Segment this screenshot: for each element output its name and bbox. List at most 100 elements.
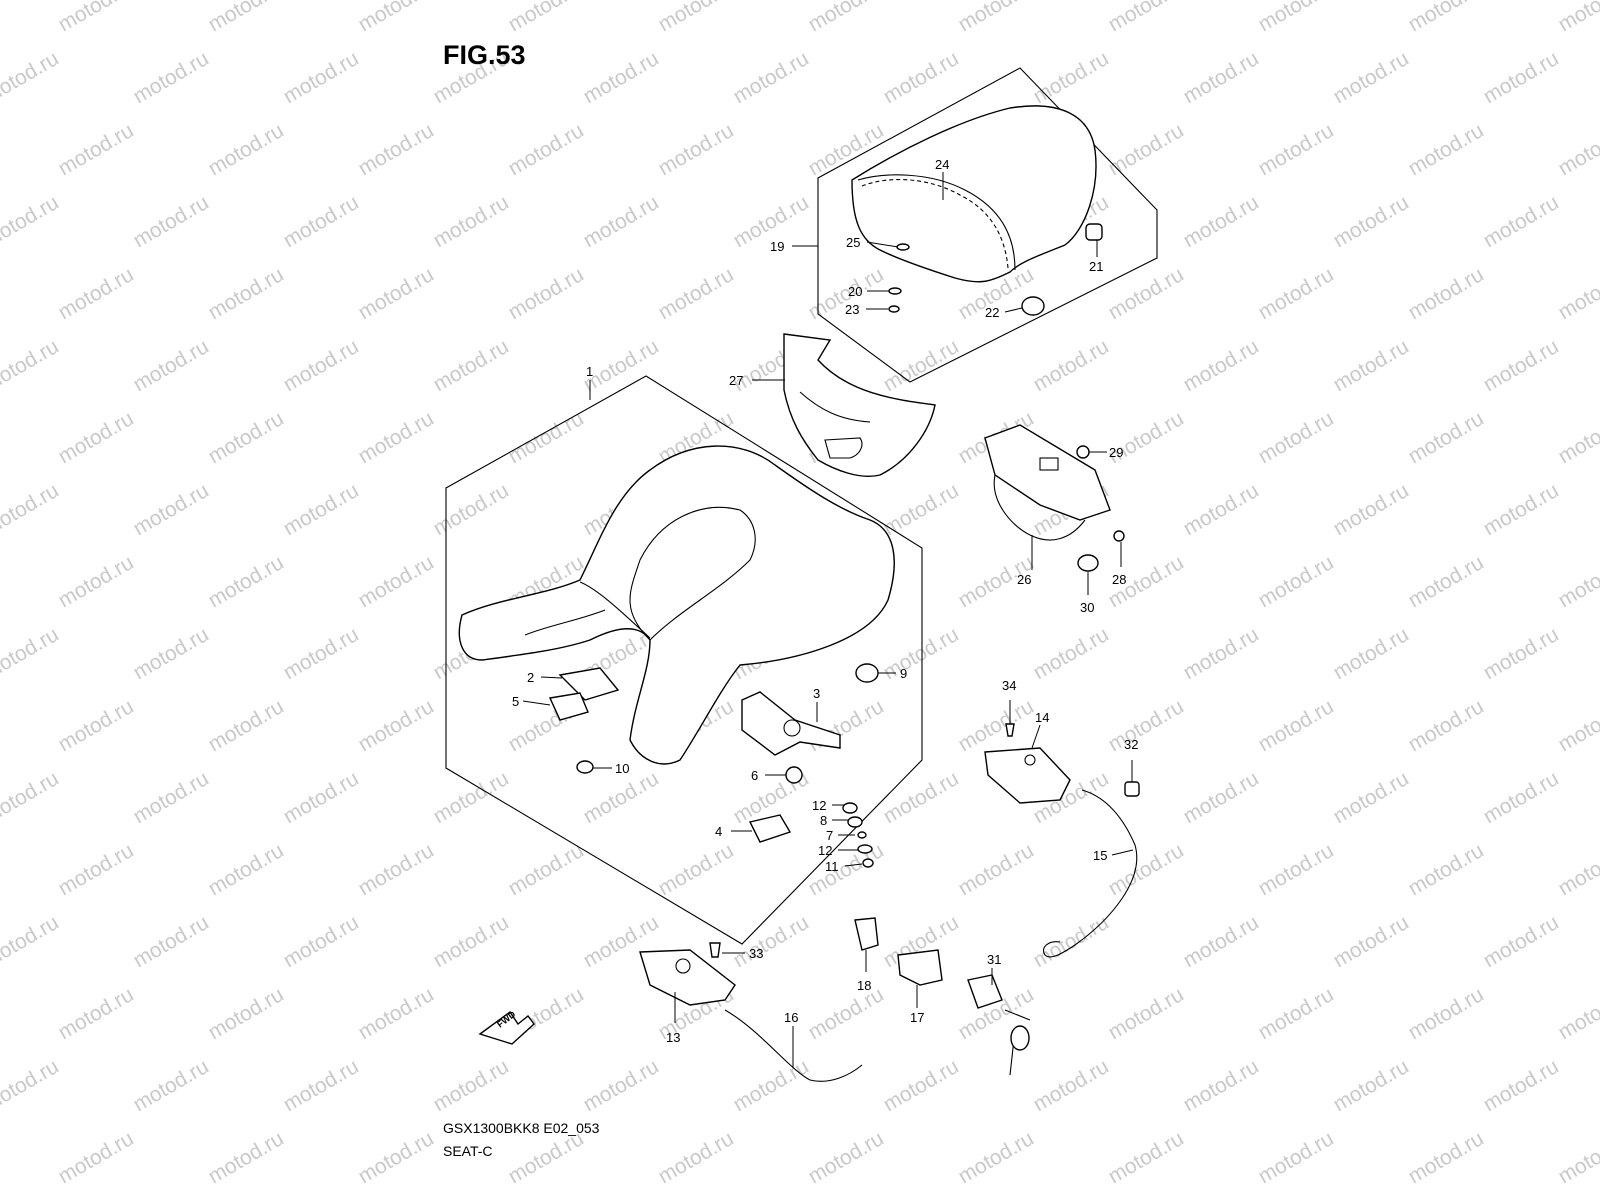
- watermark-text: motod.ru: [1479, 911, 1562, 972]
- tail-cover: [783, 333, 936, 477]
- rear-grommet-22: [1021, 296, 1045, 316]
- watermark-text: motod.ru: [654, 0, 737, 36]
- callout-29: 29: [1089, 445, 1123, 460]
- watermark-text: motod.ru: [504, 839, 587, 900]
- watermark-text: motod.ru: [279, 47, 362, 108]
- watermark-text: motod.ru: [579, 191, 662, 252]
- svg-text:11: 11: [825, 859, 839, 874]
- svg-text:7: 7: [826, 828, 833, 843]
- watermark-text: motod.ru: [654, 263, 737, 324]
- watermark-text: motod.ru: [1329, 191, 1412, 252]
- watermark-text: motod.ru: [279, 191, 362, 252]
- callout-5: 5: [512, 694, 551, 709]
- watermark-text: motod.ru: [204, 0, 287, 36]
- watermark-text: motod.ru: [1254, 407, 1337, 468]
- watermark-text: motod.ru: [1104, 839, 1187, 900]
- callout-30: 30: [1080, 572, 1094, 615]
- callout-27: 27: [729, 373, 785, 388]
- watermark-text: motod.ru: [54, 551, 137, 612]
- watermark-text: motod.ru: [279, 767, 362, 828]
- watermark-text: motod.ru: [1404, 263, 1487, 324]
- watermark-text: motod.ru: [429, 1055, 512, 1116]
- watermark-text: motod.ru: [429, 335, 512, 396]
- callout-18: 18: [857, 950, 871, 993]
- watermark-text: motod.ru: [579, 1055, 662, 1116]
- watermark-text: motod.ru: [879, 767, 962, 828]
- watermark-text: motod.ru: [1254, 551, 1337, 612]
- watermark-text: motod.ru: [429, 911, 512, 972]
- watermark-text: motod.ru: [279, 335, 362, 396]
- watermark-text: motod.ru: [354, 839, 437, 900]
- watermark-text: motod.ru: [504, 263, 587, 324]
- callout-13: 13: [666, 992, 680, 1045]
- watermark-text: motod.ru: [54, 407, 137, 468]
- watermark-text: motod.ru: [1404, 695, 1487, 756]
- watermark-text: motod.ru: [354, 695, 437, 756]
- callout-21: 21: [1089, 240, 1103, 274]
- figure-code: GSX1300BKK8 E02_053: [443, 1120, 600, 1136]
- callout-4: 4: [715, 824, 752, 839]
- callout-20: 20: [848, 284, 889, 299]
- callout-12b: 12: [818, 843, 858, 858]
- watermark-text: motod.ru: [54, 983, 137, 1044]
- watermark-text: motod.ru: [354, 263, 437, 324]
- callout-2: 2: [527, 670, 563, 685]
- watermark-text: motod.ru: [1404, 0, 1487, 36]
- svg-text:21: 21: [1089, 259, 1103, 274]
- watermark-text: motod.ru: [54, 695, 137, 756]
- watermark-text: motod.ru: [129, 479, 212, 540]
- watermark-text: motod.ru: [1104, 119, 1187, 180]
- watermark-text: motod.ru: [354, 0, 437, 36]
- watermark-text: motod.ru: [654, 1127, 737, 1188]
- svg-text:34: 34: [1002, 678, 1016, 693]
- callout-14: 14: [1031, 710, 1049, 749]
- watermark-text: motod.ru: [879, 623, 962, 684]
- watermark-text: motod.ru: [1179, 479, 1262, 540]
- watermark-text: motod.ru: [54, 0, 137, 36]
- watermark-text: motod.ru: [354, 1127, 437, 1188]
- svg-text:16: 16: [784, 1010, 798, 1025]
- watermark-text: motod.ru: [729, 1055, 812, 1116]
- svg-text:15: 15: [1093, 848, 1107, 863]
- watermark-text: motod.ru: [1029, 623, 1112, 684]
- watermark-text: motod.ru: [804, 0, 887, 36]
- svg-text:12: 12: [812, 798, 826, 813]
- callout-8: 8: [820, 813, 848, 828]
- svg-text:1: 1: [586, 364, 593, 379]
- callout-9: 9: [878, 666, 907, 681]
- watermark-text: motod.ru: [879, 335, 962, 396]
- bracket-26: [984, 424, 1111, 541]
- watermark-text: motod.ru: [1254, 1127, 1337, 1188]
- bracket-17: [897, 949, 943, 986]
- watermark-text: motod.ru: [1479, 623, 1562, 684]
- svg-text:5: 5: [512, 694, 519, 709]
- watermark-text: motod.ru: [1254, 0, 1337, 36]
- svg-text:9: 9: [900, 666, 907, 681]
- watermark-text: motod.ru: [354, 119, 437, 180]
- watermark-text: motod.ru: [954, 695, 1037, 756]
- watermark-text: motod.ru: [1029, 335, 1112, 396]
- watermark-text: motod.ru: [279, 1055, 362, 1116]
- watermark-text: motod.ru: [1479, 479, 1562, 540]
- watermark-text: motod.ru: [654, 119, 737, 180]
- callout-1: 1: [586, 364, 593, 400]
- figure-title: FIG.53: [443, 40, 526, 70]
- watermark-text: motod.ru: [1404, 839, 1487, 900]
- watermark-text: motod.ru: [1554, 119, 1600, 180]
- watermark-text: motod.ru: [1179, 191, 1262, 252]
- svg-text:12: 12: [818, 843, 832, 858]
- watermark-text: motod.ru: [354, 551, 437, 612]
- watermark-text: motod.ru: [204, 695, 287, 756]
- screw-28: [1113, 530, 1125, 542]
- svg-text:14: 14: [1035, 710, 1049, 725]
- watermark-text: motod.ru: [1479, 47, 1562, 108]
- watermark-text: motod.ru: [1329, 479, 1412, 540]
- watermark-text: motod.ru: [879, 47, 962, 108]
- svg-text:30: 30: [1080, 600, 1094, 615]
- bracket-18: [854, 917, 879, 951]
- callout-19: 19: [770, 239, 818, 254]
- watermark-text: motod.ru: [1479, 767, 1562, 828]
- watermark-text: motod.ru: [1554, 983, 1600, 1044]
- watermark-text: motod.ru: [879, 1055, 962, 1116]
